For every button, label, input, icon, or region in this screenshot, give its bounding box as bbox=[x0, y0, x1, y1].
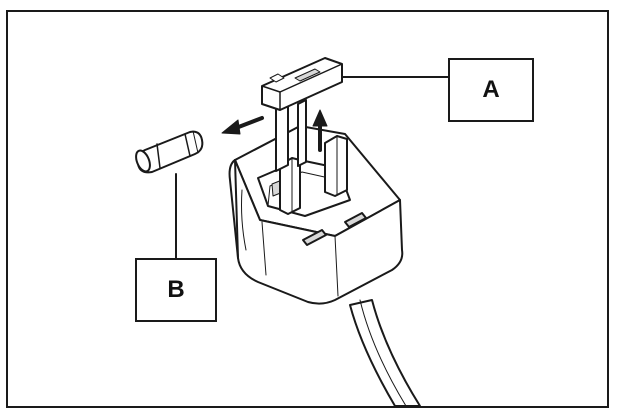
callout-a-box: A bbox=[448, 58, 534, 122]
callout-b-box: B bbox=[135, 258, 217, 322]
cable bbox=[349, 299, 421, 407]
plug-prongs bbox=[279, 135, 348, 215]
arrow-up-icon bbox=[312, 109, 328, 152]
plug-body bbox=[228, 125, 404, 305]
fuse bbox=[135, 130, 204, 174]
fuse-cover bbox=[261, 57, 343, 172]
callout-a-label: A bbox=[482, 76, 500, 103]
callout-b-label: B bbox=[167, 276, 185, 303]
arrow-left-icon bbox=[221, 116, 264, 135]
